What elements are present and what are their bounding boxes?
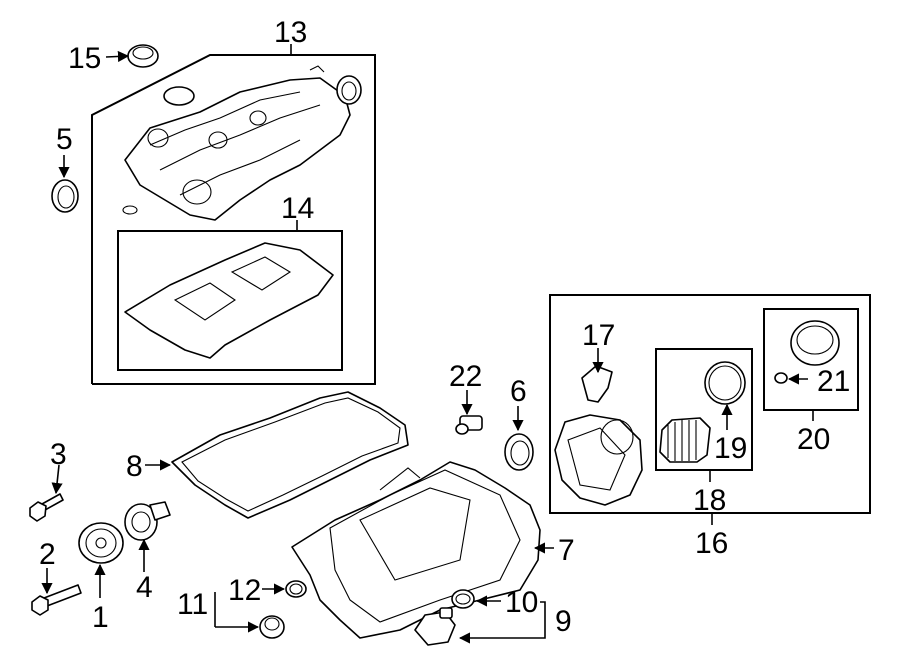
oil-pan-gasket xyxy=(171,391,409,519)
bolt-2 xyxy=(31,584,82,616)
seal-5 xyxy=(51,179,79,213)
bolt-3 xyxy=(29,493,64,522)
drain-plug xyxy=(259,615,285,639)
callout-19: 19 xyxy=(714,432,747,465)
callout-6: 6 xyxy=(510,375,527,408)
callout-11: 11 xyxy=(177,588,208,621)
valve-cover-gasket-box xyxy=(117,230,343,371)
oil-filler-cap xyxy=(127,44,159,68)
bracket-17 xyxy=(581,365,613,403)
callout-1: 1 xyxy=(92,601,109,634)
oil-level-sensor xyxy=(414,607,456,646)
callout-14: 14 xyxy=(281,192,314,225)
filter-cap xyxy=(790,320,840,366)
callout-20: 20 xyxy=(797,423,830,456)
seal-6 xyxy=(504,433,534,471)
callout-17: 17 xyxy=(582,319,615,352)
seal-19 xyxy=(704,361,746,405)
pulley xyxy=(78,522,124,564)
callout-21: 21 xyxy=(817,365,850,398)
callout-10: 10 xyxy=(505,586,538,619)
sensor-22 xyxy=(455,415,483,435)
callout-3: 3 xyxy=(50,438,67,471)
callout-9: 9 xyxy=(555,605,572,638)
callout-13: 13 xyxy=(274,16,307,49)
oil-filter-box xyxy=(655,348,753,471)
callout-15: 15 xyxy=(68,42,101,75)
leader-lines xyxy=(41,50,808,644)
seal-12 xyxy=(285,580,307,598)
oil-pan xyxy=(291,461,541,639)
callout-5: 5 xyxy=(56,123,73,156)
o-ring-10 xyxy=(451,589,475,609)
callout-12: 12 xyxy=(228,574,261,607)
callout-16: 16 xyxy=(695,527,728,560)
valve-cover xyxy=(122,65,362,221)
callout-labels: 1 2 3 4 5 6 7 8 9 10 11 12 13 14 15 16 1… xyxy=(39,16,850,638)
oil-filter-element xyxy=(659,417,711,463)
o-ring-21 xyxy=(774,372,788,384)
hub xyxy=(124,501,171,541)
filter-cap-box xyxy=(763,308,859,411)
oil-filter-housing xyxy=(554,414,643,506)
valve-cover-gasket xyxy=(124,242,334,359)
oil-filter-housing-group-box xyxy=(549,294,871,514)
callout-22: 22 xyxy=(449,360,482,393)
callout-18: 18 xyxy=(693,484,726,517)
callout-2: 2 xyxy=(39,538,56,571)
callout-4: 4 xyxy=(136,571,153,604)
callout-8: 8 xyxy=(126,450,143,483)
valve-cover-group-box xyxy=(91,44,376,385)
callout-7: 7 xyxy=(558,534,575,567)
